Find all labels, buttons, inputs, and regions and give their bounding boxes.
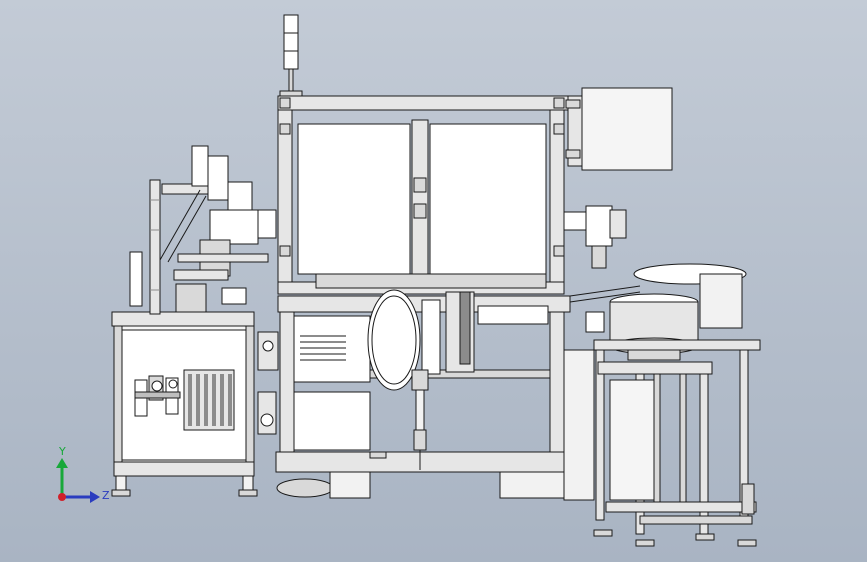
left-control-cabinet [111, 311, 258, 497]
right-feed-head [563, 205, 627, 269]
coordinate-triad-icon: Y Z [56, 445, 110, 503]
side-valve-block [257, 331, 279, 435]
terminal-block [183, 369, 235, 431]
left-guard-window [297, 123, 411, 275]
air-filter-regulator-unit [134, 375, 181, 417]
axis-z-label: Z [102, 489, 110, 502]
main-machine-frame [277, 95, 569, 295]
feeder-support-stand [563, 339, 761, 547]
left-pick-and-place-module [129, 145, 277, 315]
central-press-station [315, 273, 549, 470]
signal-tower-icon [279, 14, 303, 98]
vent-panel [293, 315, 371, 383]
caster-roller [276, 478, 334, 498]
right-guard-window [429, 123, 547, 275]
hmi-monitor-panel [565, 87, 673, 171]
axis-y-label: Y [58, 445, 66, 458]
ring-fixture [367, 289, 421, 391]
